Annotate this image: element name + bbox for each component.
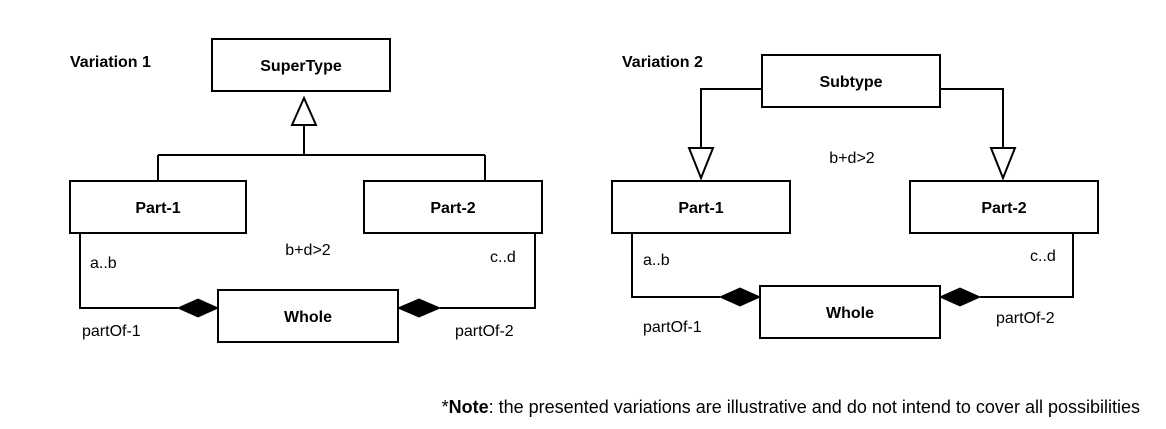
multiplicity-part-1-2: a..b <box>643 252 670 269</box>
variation-1: Variation 1 SuperType Part-1 Part-2 b+d>… <box>69 38 543 343</box>
generalization-line-right <box>940 88 1004 148</box>
multiplicity-part-2-2: c..d <box>1030 248 1056 265</box>
part-2-box <box>363 180 543 234</box>
part-1-label: Part-1 <box>135 200 180 217</box>
supertype-label: SuperType <box>260 58 342 75</box>
aggregation-diamond-1-2 <box>718 287 762 307</box>
aggregation-diamond-2-2 <box>938 287 982 307</box>
aggregation-line-1-2 <box>631 233 720 298</box>
subtype-label: Subtype <box>819 74 882 91</box>
footnote-prefix: * <box>442 397 449 417</box>
generalization-line-left <box>700 88 762 148</box>
whole-box-2 <box>759 285 941 339</box>
generalization-lines <box>157 125 486 181</box>
whole-box <box>217 289 399 343</box>
generalization-arrowhead-left <box>687 147 715 181</box>
variation-2-title: Variation 2 <box>622 54 703 71</box>
aggregation-line-2-2 <box>980 233 1074 298</box>
aggregation-line-2 <box>440 233 536 309</box>
whole-label: Whole <box>284 309 332 326</box>
part-2-box-2 <box>909 180 1099 234</box>
constraint-label: b+d>2 <box>285 242 330 259</box>
supertype-box <box>211 38 391 92</box>
aggregation-diamond-2 <box>396 298 442 318</box>
part-1-box-2 <box>611 180 791 234</box>
footnote-text: : the presented variations are illustrat… <box>489 397 1140 417</box>
aggregation-diamond-1 <box>176 298 220 318</box>
subtype-box <box>761 54 941 108</box>
part-2-label-2: Part-2 <box>981 200 1026 217</box>
role-part-of-1: partOf-1 <box>82 323 141 340</box>
part-1-label-2: Part-1 <box>678 200 723 217</box>
footnote-bold: Note <box>449 397 489 417</box>
role-part-of-2-2: partOf-2 <box>996 310 1055 327</box>
variation-1-title: Variation 1 <box>70 54 151 71</box>
multiplicity-part-2: c..d <box>490 249 516 266</box>
generalization-arrowhead-right <box>989 147 1017 181</box>
whole-label-2: Whole <box>826 305 874 322</box>
part-1-box <box>69 180 247 234</box>
role-part-of-1-2: partOf-1 <box>643 319 702 336</box>
generalization-arrowhead <box>290 95 318 126</box>
footnote: *Note: the presented variations are illu… <box>442 397 1140 417</box>
multiplicity-part-1: a..b <box>90 255 117 272</box>
variation-2: Variation 2 Subtype b+d>2 Part-1 Part-2 … <box>611 54 1099 339</box>
role-part-of-2: partOf-2 <box>455 323 514 340</box>
constraint-label-2: b+d>2 <box>829 150 874 167</box>
part-2-label: Part-2 <box>430 200 475 217</box>
aggregation-line-1 <box>79 233 178 309</box>
